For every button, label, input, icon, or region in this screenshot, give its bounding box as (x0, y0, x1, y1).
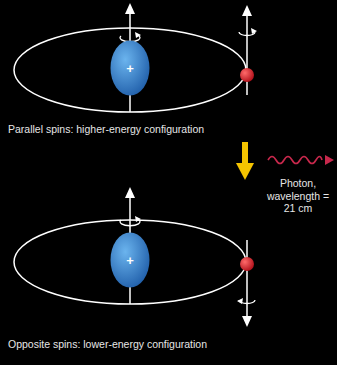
proton: + (110, 40, 150, 96)
spin-axis (246, 240, 248, 318)
arrowhead (237, 298, 243, 304)
arrowhead (135, 32, 141, 38)
charge-sign: + (126, 254, 134, 267)
arrowhead (242, 5, 252, 16)
transition-arrow (242, 142, 248, 164)
arrowhead (125, 187, 135, 198)
charge-sign: + (126, 62, 134, 75)
caption: Parallel spins: higher-energy configurat… (8, 123, 328, 136)
arrowhead (125, 3, 135, 14)
photon-label: Photon, wavelength = 21 cm (262, 177, 334, 215)
arrowhead (251, 28, 257, 34)
photon-wave (268, 157, 322, 164)
caption: Opposite spins: lower-energy configurati… (8, 338, 328, 351)
proton: + (110, 232, 150, 288)
spin-axis (246, 14, 248, 95)
photon-arrowhead (325, 155, 334, 165)
arrowhead (135, 216, 141, 222)
arrowhead (242, 316, 252, 327)
electron (240, 68, 254, 82)
transition-arrowhead (236, 163, 254, 180)
electron (240, 257, 254, 271)
